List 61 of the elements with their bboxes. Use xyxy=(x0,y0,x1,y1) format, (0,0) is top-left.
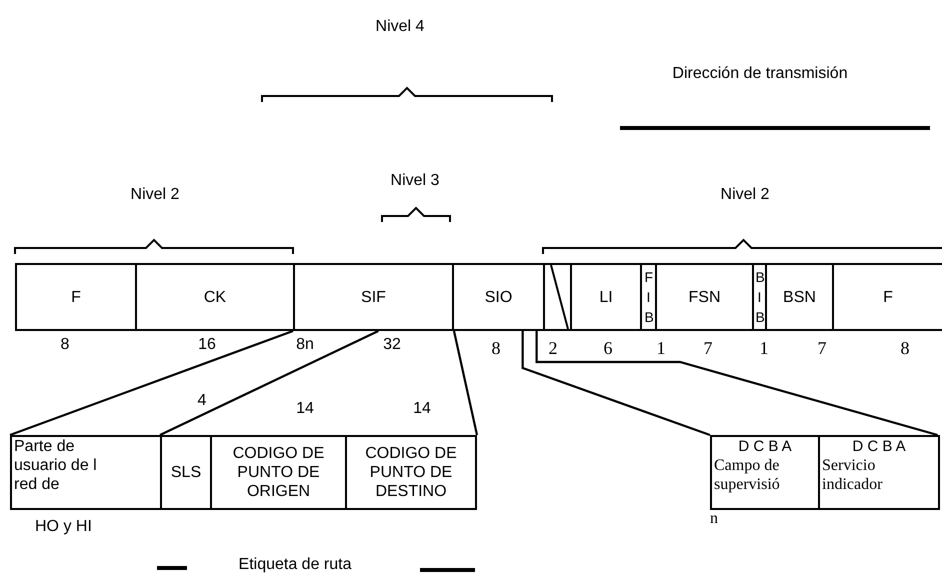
expansion-line xyxy=(536,331,938,436)
field-label: SIO xyxy=(484,288,512,306)
bit-count: 7 xyxy=(818,338,826,359)
bit-count: 8 xyxy=(900,338,910,359)
field-box xyxy=(135,263,295,331)
bit-count: 8 xyxy=(492,338,500,359)
field-box xyxy=(570,263,642,331)
expansion-line xyxy=(160,330,379,436)
expansion-line xyxy=(10,330,294,436)
bit-count: 8n xyxy=(296,336,314,354)
field-label: D C B A xyxy=(852,437,906,456)
bit-count: 16 xyxy=(198,336,216,354)
field-label: D C B A xyxy=(738,437,792,456)
field-box xyxy=(832,263,942,331)
level-label: Nivel 2 xyxy=(720,186,770,204)
direction-label: Dirección de transmisión xyxy=(672,65,848,83)
level-label: Nivel 3 xyxy=(390,172,440,190)
field-box xyxy=(655,263,754,331)
bit-count: 1 xyxy=(656,338,666,359)
field-label: F xyxy=(883,288,893,306)
field-box xyxy=(10,435,162,510)
field-label: CODIGO DE PUNTO DE ORIGEN xyxy=(232,444,326,501)
field-label: BSN xyxy=(783,288,816,306)
field-label: Campo de supervisió xyxy=(713,456,781,494)
field-box xyxy=(345,435,477,510)
field-label: CODIGO DE PUNTO DE DESTINO xyxy=(364,444,458,501)
field-label: Servicio indicador xyxy=(821,456,884,494)
bit-count: 4 xyxy=(198,392,206,410)
field-box xyxy=(293,263,454,331)
expansion-line xyxy=(452,330,478,436)
field-label: F I B xyxy=(644,268,652,327)
field-box xyxy=(160,435,212,510)
bit-count: 7 xyxy=(704,338,712,359)
bit-count: 32 xyxy=(383,336,401,354)
field-label-continuation: HO y HI xyxy=(35,518,92,536)
field-label: CK xyxy=(204,288,226,306)
bit-count: 8 xyxy=(60,336,70,354)
field-box xyxy=(765,263,834,331)
field-box xyxy=(15,263,137,331)
level-label: Nivel 4 xyxy=(376,18,424,36)
bit-count: 2 xyxy=(548,338,558,359)
field-box xyxy=(710,435,820,510)
bit-count: 14 xyxy=(413,400,431,418)
field-label: B I B xyxy=(756,268,764,327)
field-label: Parte de usuario de l red de xyxy=(13,437,98,494)
field-label: SLS xyxy=(170,463,202,482)
bit-count: 6 xyxy=(604,338,612,359)
field-label-continuation: n xyxy=(710,510,718,528)
bit-count: 14 xyxy=(296,400,314,418)
field-label: SIF xyxy=(361,288,386,306)
field-box xyxy=(818,435,940,510)
field-box xyxy=(210,435,347,510)
field-label: FSN xyxy=(688,288,720,306)
level-label: Nivel 2 xyxy=(130,186,180,204)
spare-field-box xyxy=(543,263,572,331)
field-label: LI xyxy=(599,288,613,306)
field-box xyxy=(452,263,545,331)
bit-count: 1 xyxy=(760,338,768,359)
field-label: F xyxy=(71,288,81,306)
expansion-line xyxy=(522,331,710,436)
route-label-caption: Etiqueta de ruta xyxy=(238,556,352,574)
